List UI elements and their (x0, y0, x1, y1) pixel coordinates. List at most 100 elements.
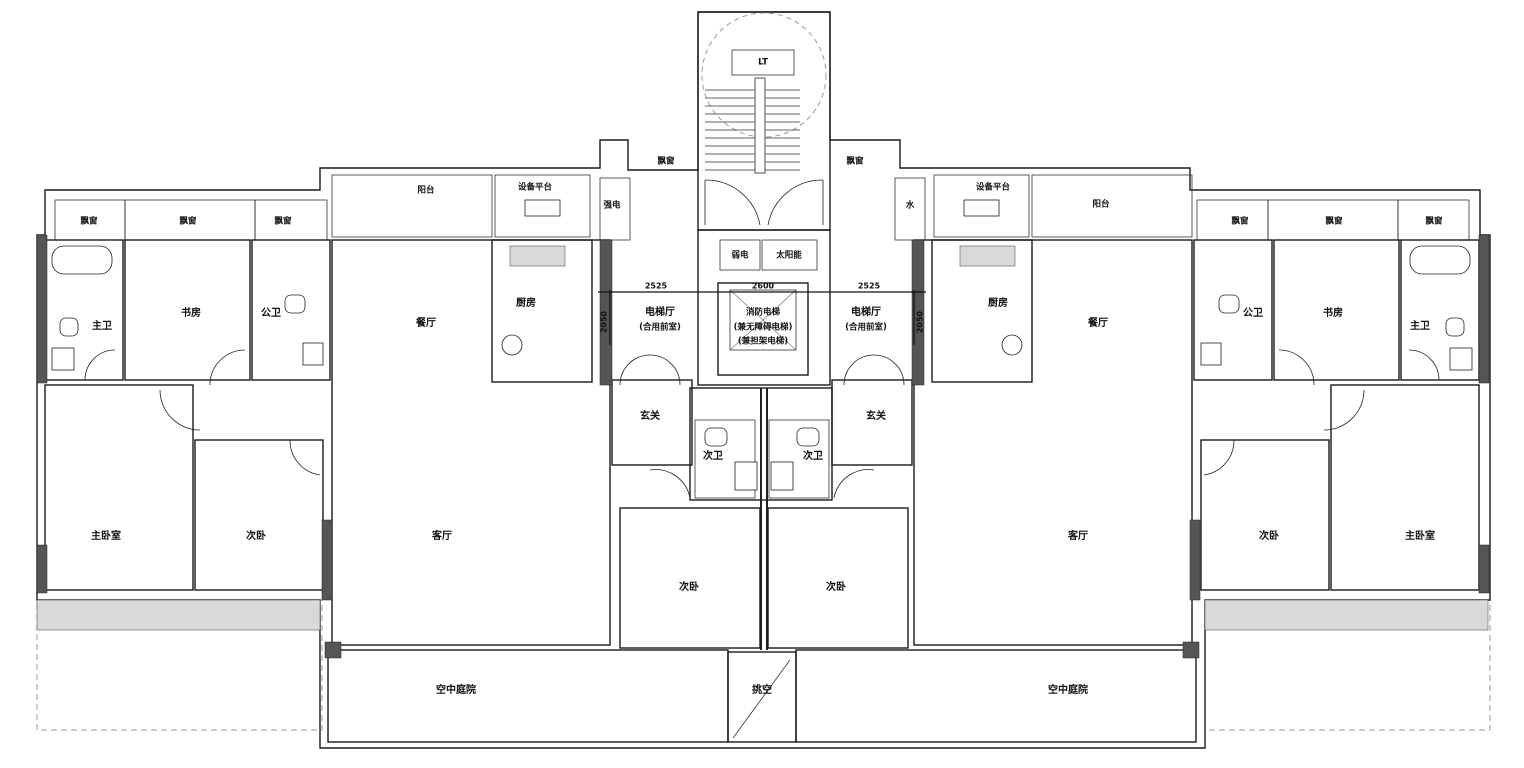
left-door-5 (619, 354, 681, 386)
left-sky-garden (327, 649, 729, 743)
right-basin-3 (770, 461, 794, 491)
stair-door-right (767, 179, 824, 226)
left-toilet-3 (704, 427, 728, 447)
right-kitchen-sink (1001, 334, 1023, 356)
left-basin-3 (734, 461, 758, 491)
label-fire-elevator: 消防电梯 (746, 307, 781, 318)
right-study (1273, 239, 1400, 381)
label-second-bedroom-right: 次卧 (1259, 529, 1279, 542)
stair-treads (705, 89, 800, 171)
label-hall-left: 电梯厅 (645, 305, 675, 318)
left-shared-bath (251, 239, 331, 381)
label-lt: LT (758, 58, 768, 68)
label-bay-window-r3: 飘窗 (1231, 216, 1249, 227)
right-door-2 (1203, 439, 1235, 476)
label-hall-right: 电梯厅 (851, 305, 881, 318)
dim-hall-depth-right: 2050 (916, 310, 925, 333)
left-toilet-2 (284, 294, 306, 314)
label-shared-bath-right: 公卫 (1243, 307, 1263, 319)
left-bathtub (51, 245, 113, 275)
right-kitchen-counter (959, 245, 1016, 267)
label-balcony-right: 阳台 (1092, 199, 1110, 210)
dim-hall-width-left: 2525 (645, 282, 668, 291)
right-equipment-box (963, 199, 1000, 217)
left-kitchen-counter (509, 245, 566, 267)
label-fire-elevator-note-1: (兼无障碍电梯) (734, 322, 793, 333)
open-void-diag (732, 659, 791, 739)
label-dining-right: 餐厅 (1087, 316, 1108, 329)
label-fire-elevator-note-2: (兼担架电梯) (738, 336, 788, 347)
right-water-shaft (894, 177, 926, 241)
right-basin-1 (1449, 347, 1473, 371)
right-bathtub (1409, 245, 1471, 275)
outer-wall (36, 11, 1491, 749)
left-master-bedroom (44, 384, 194, 591)
label-dining-left: 餐厅 (415, 316, 436, 329)
left-third-bedroom (619, 507, 761, 649)
solar-room (761, 239, 818, 271)
stair-door-left (704, 179, 761, 226)
col-l5 (324, 641, 342, 659)
label-sky-garden-left: 空中庭院 (436, 683, 476, 696)
label-equipment-left: 设备平台 (518, 182, 553, 193)
label-master-bedroom-right: 主卧室 (1405, 529, 1435, 542)
lt-box (731, 49, 795, 76)
left-strong-current (599, 177, 631, 241)
label-bay-window-r1: 飘窗 (1425, 216, 1443, 227)
right-dining-living (913, 239, 1193, 646)
left-basin-1 (51, 347, 75, 371)
right-shared-bath (1193, 239, 1273, 381)
left-toilet-1 (59, 317, 79, 337)
left-door-6 (649, 469, 691, 499)
label-entrance-left: 玄关 (640, 409, 660, 422)
right-door-1 (1323, 389, 1365, 431)
open-void (727, 651, 797, 743)
label-hall-right-note: (合用前室) (845, 322, 887, 333)
col-r3 (1189, 519, 1201, 601)
left-kitchen-sink (501, 334, 523, 356)
left-basin-2 (302, 342, 324, 366)
right-third-bedroom (767, 507, 909, 649)
left-door-1 (159, 389, 201, 431)
elevator-core (697, 229, 831, 386)
label-living-left: 客厅 (431, 529, 452, 542)
right-secondary-bath (768, 419, 830, 499)
right-door-5 (843, 354, 905, 386)
stair-landing-arc (701, 12, 827, 138)
right-entrance (831, 379, 913, 466)
label-bay-window-r2: 飘窗 (1325, 216, 1343, 227)
label-equipment-right: 设备平台 (976, 182, 1011, 193)
label-living-right: 客厅 (1067, 529, 1088, 542)
right-second-bedroom (1200, 439, 1330, 591)
label-secondary-bath-right: 次卫 (803, 449, 823, 462)
left-door-3 (209, 349, 246, 386)
right-door-6 (833, 469, 875, 499)
label-secondary-bath-left: 次卫 (703, 449, 723, 462)
right-door-4 (1408, 349, 1440, 381)
label-sky-garden-right: 空中庭院 (1048, 683, 1088, 696)
label-master-bath-left: 主卫 (92, 319, 112, 332)
col-l3 (321, 519, 333, 601)
label-bay-window-l3: 飘窗 (274, 216, 292, 227)
label-balcony-left: 阳台 (417, 185, 435, 196)
label-third-bedroom-left: 次卧 (679, 580, 699, 593)
right-equipment-platform (933, 174, 1030, 238)
right-master-bedroom (1330, 384, 1480, 591)
elevator-car (729, 289, 797, 351)
left-balcony-rail (36, 599, 321, 631)
right-toilet-2 (1218, 294, 1240, 314)
dim-hall-depth-left: 2050 (600, 310, 609, 333)
col-l1 (36, 234, 48, 384)
label-bay-window-l4: 飘窗 (657, 156, 675, 167)
left-equipment-platform (494, 174, 591, 238)
label-open-void: 挑空 (752, 683, 772, 696)
label-water: 水 (905, 200, 915, 211)
weak-current-room (719, 239, 761, 271)
label-kitchen-left: 厨房 (516, 296, 536, 309)
right-toilet-3 (796, 427, 820, 447)
label-entrance-right: 玄关 (866, 409, 886, 422)
label-master-bedroom-left: 主卧室 (91, 529, 121, 542)
label-solar: 太阳能 (775, 250, 802, 261)
label-bay-window-r4: 飘窗 (846, 156, 864, 167)
